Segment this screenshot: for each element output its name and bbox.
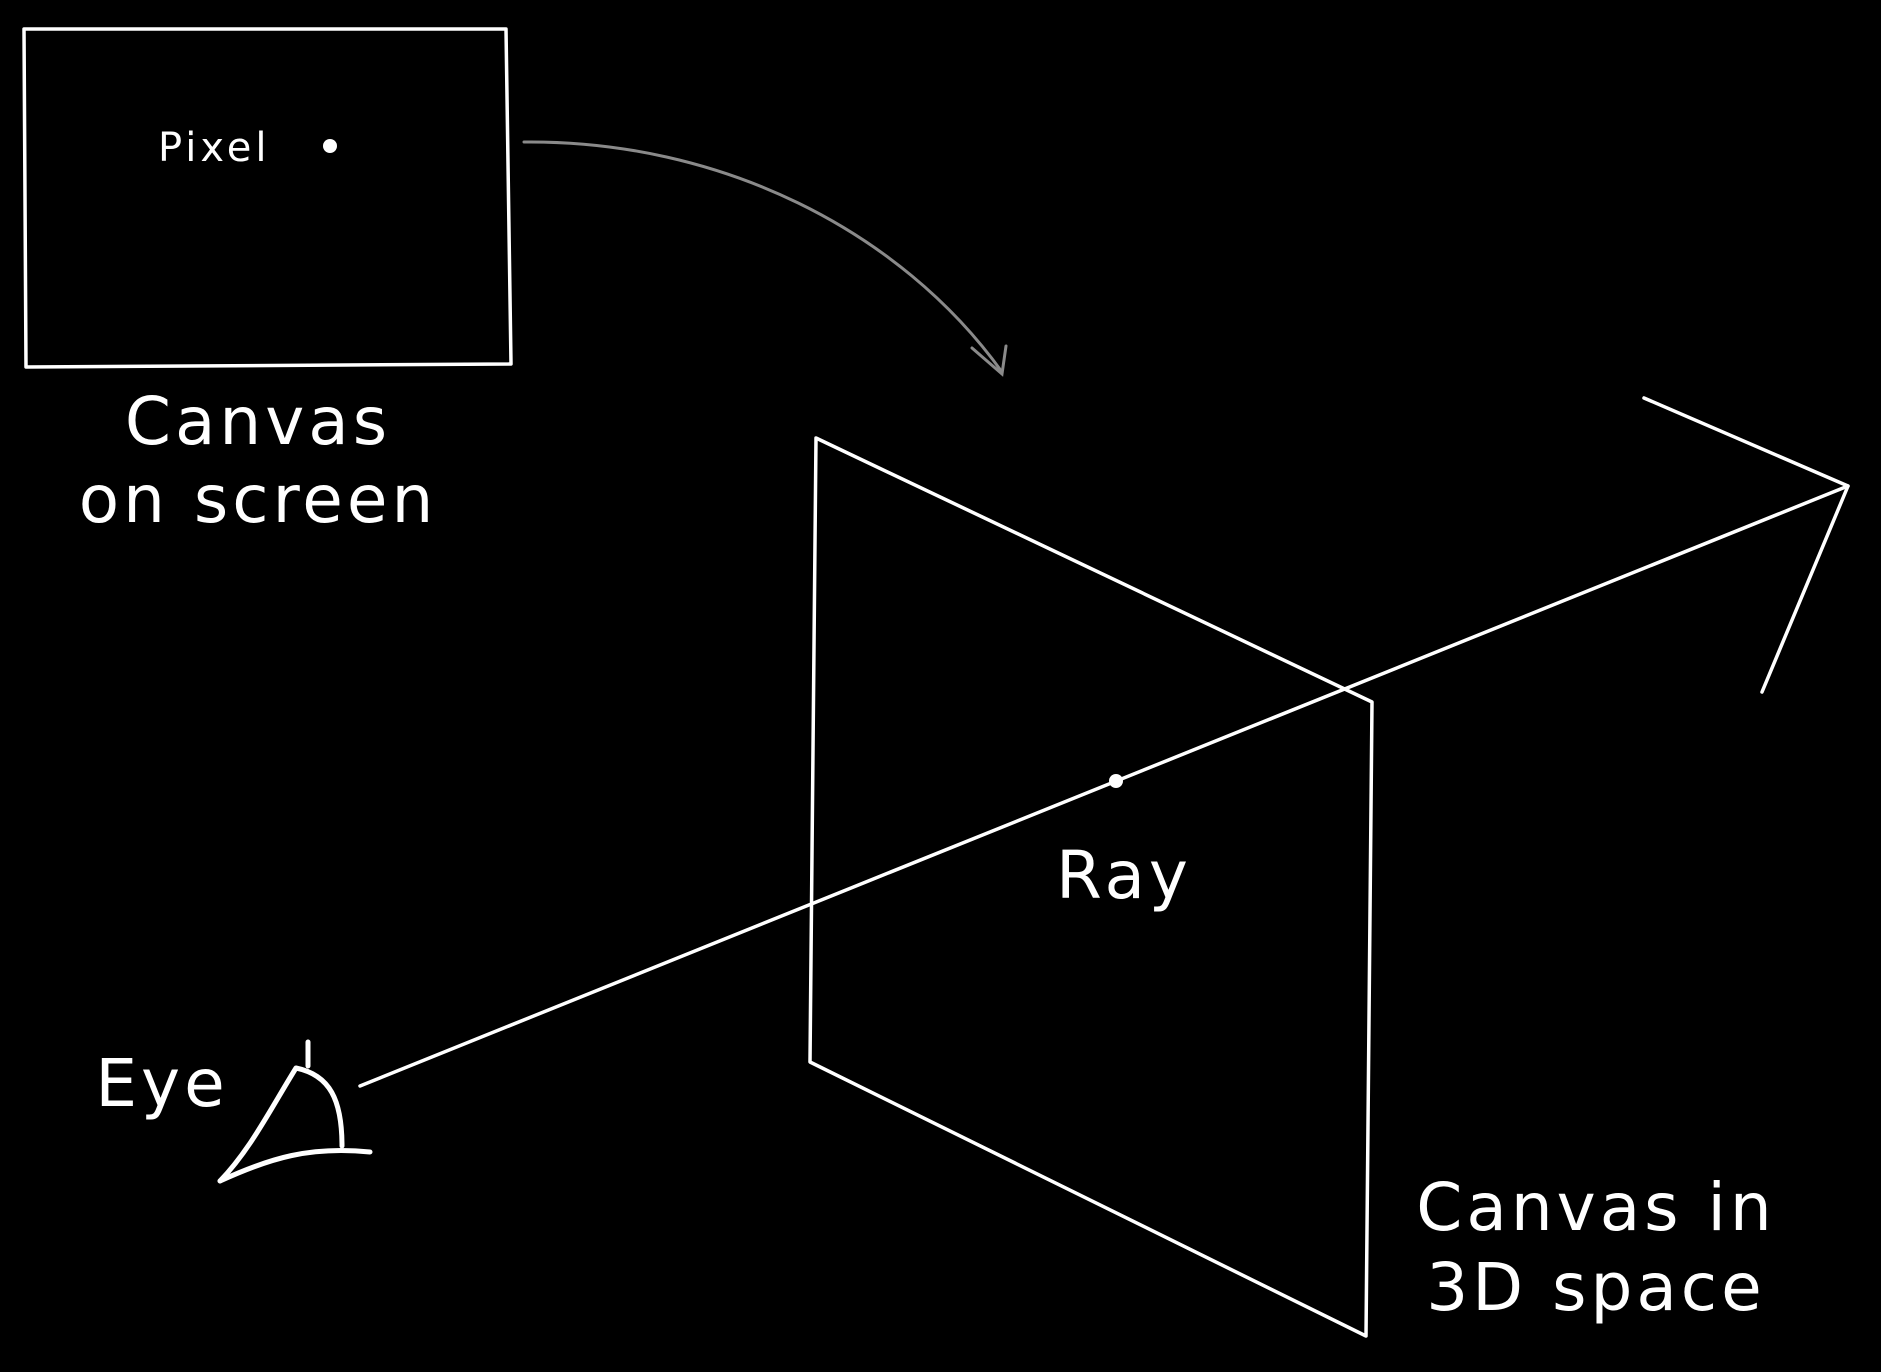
canvas-3d-label-1: Canvas in	[1416, 1169, 1775, 1246]
canvas-3d-plane	[808, 436, 1374, 1338]
canvas-screen-label-1: Canvas	[125, 383, 391, 460]
mapping-arrowhead-icon	[970, 344, 1008, 377]
eye-label: Eye	[95, 1045, 228, 1122]
ray-label: Ray	[1056, 837, 1192, 914]
screen-canvas-rect	[22, 27, 513, 369]
ray-line	[358, 484, 1850, 1088]
mapping-arrow	[522, 140, 1004, 374]
eye-icon	[217, 1039, 373, 1184]
canvas-screen-label-2: on screen	[79, 461, 438, 538]
ray-intersection-dot	[1109, 774, 1123, 788]
canvas-3d-label-2: 3D space	[1426, 1249, 1765, 1326]
pixel-dot	[323, 139, 337, 153]
ray-arrowhead-icon	[1642, 396, 1850, 694]
pixel-label: Pixel	[158, 125, 271, 171]
